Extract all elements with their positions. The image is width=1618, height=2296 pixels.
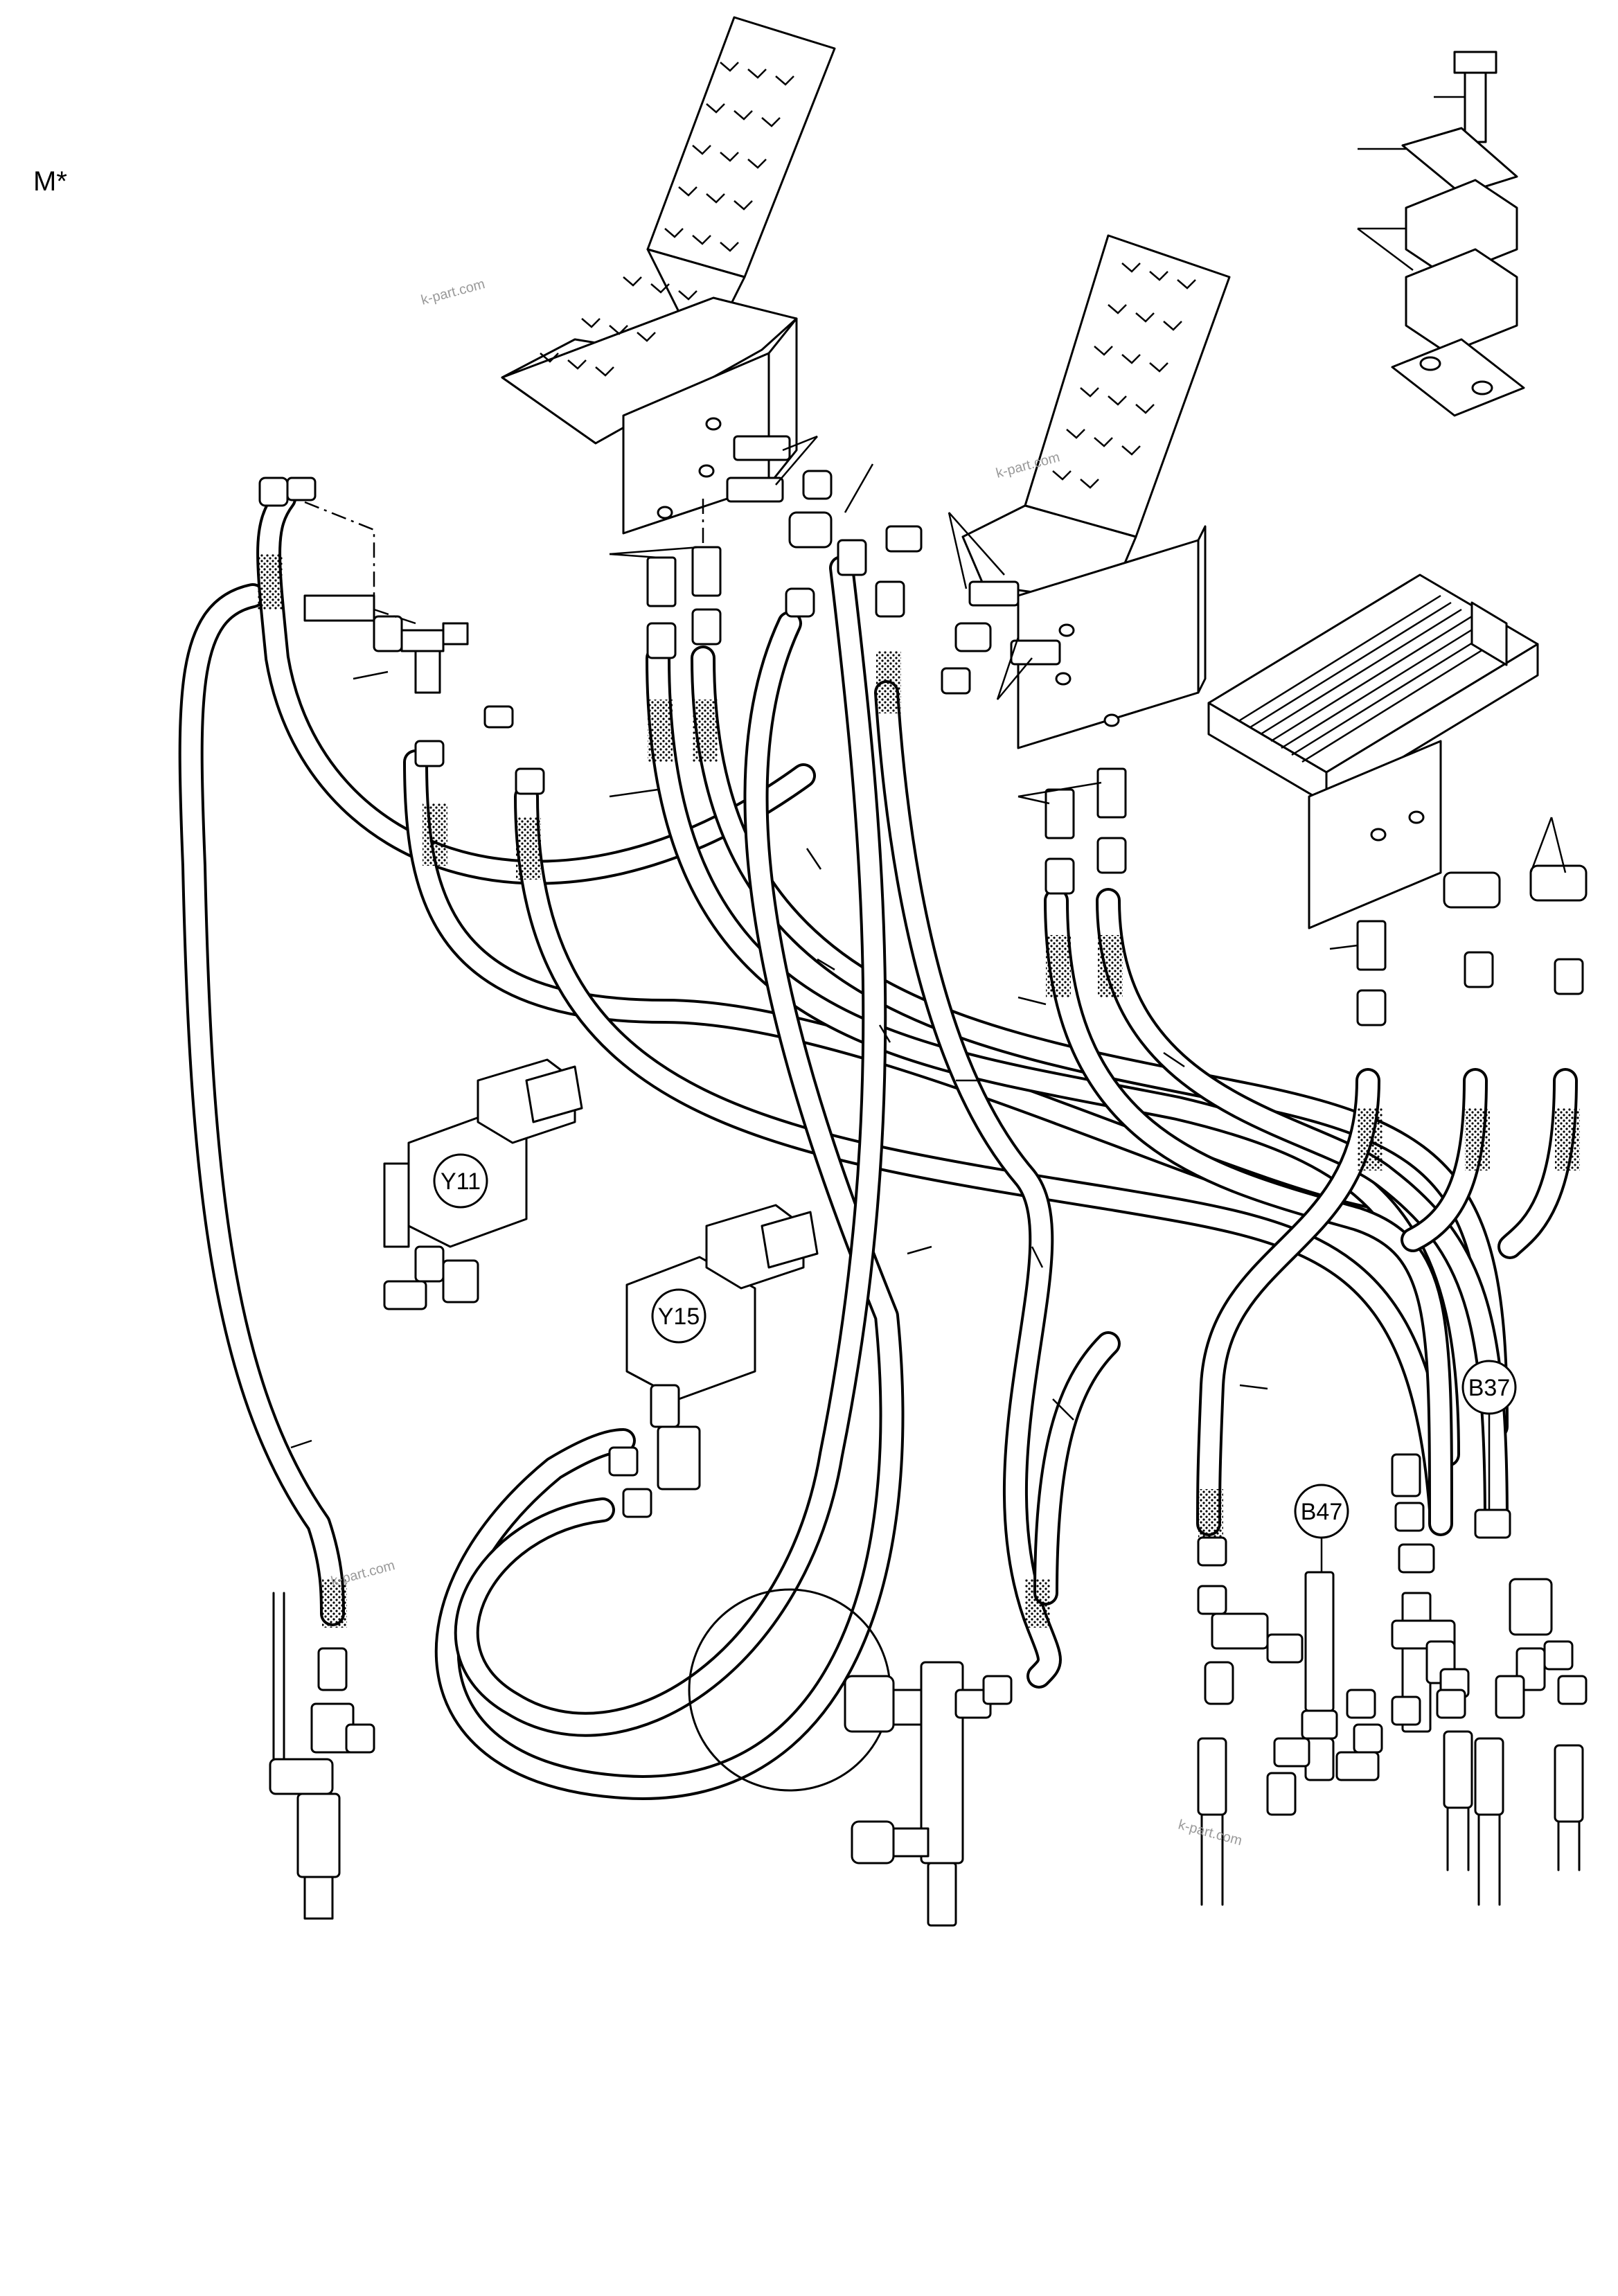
hose-bundle [178,486,1580,1800]
page-marker: M* [33,166,67,197]
valve-y11: Y11 [383,1058,583,1310]
bottom-left-fitting-tree [269,1592,375,1920]
valve-label-y15: Y15 [658,1303,700,1330]
valve-label-y11: Y11 [441,1168,481,1195]
svg-text:k-part.com: k-part.com [1177,1817,1244,1849]
middle-pedal [961,234,1231,749]
center-lens-detail [688,1588,1013,1927]
hose-fittings [258,435,1588,1026]
left-pedal [501,16,836,554]
sensor-b37: B37 [1461,1360,1517,1510]
sensor-label-b37: B37 [1468,1375,1511,1401]
right-flat-pedal [1207,573,1539,929]
hose-clamp-assembly [1357,51,1525,417]
svg-text:k-part.com: k-part.com [420,276,487,308]
sensor-b47: B47 [1294,1484,1349,1572]
right-fitting-trees [1197,1453,1588,1906]
valve-y15: Y15 [608,1204,819,1518]
sensor-label-b47: B47 [1301,1499,1343,1525]
leader-lines [290,435,1567,1449]
